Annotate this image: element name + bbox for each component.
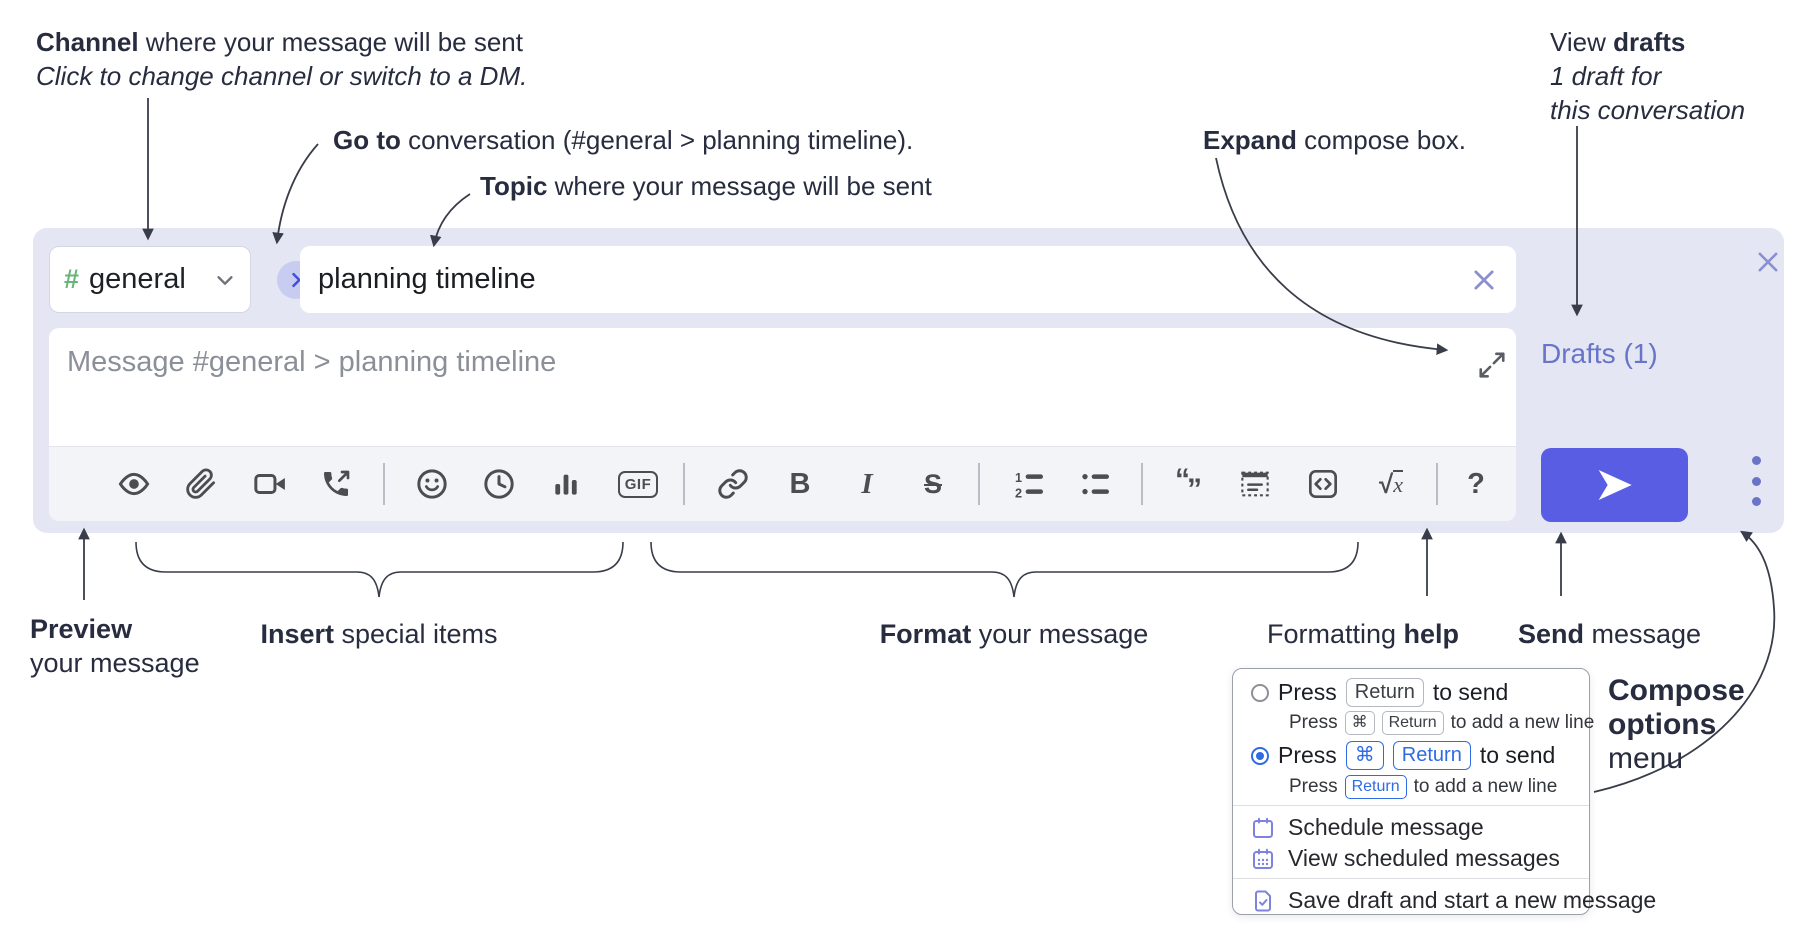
send-message-label: Send message [1518,619,1702,649]
preview-label-2: your message [30,648,200,678]
toolbar-divider [683,463,685,505]
drafts-link[interactable]: Drafts (1) [1541,338,1658,369]
formatting-help-label: Formatting help [1267,619,1460,649]
compose-options-menu: Press Return to send Press ⌘ Return to a… [1232,668,1656,915]
topic-annotation: Topic where your message will be sent [480,171,932,201]
chevron-down-icon [217,275,233,285]
view-drafts-annotation-2: 1 draft for [1550,61,1662,91]
poll-icon[interactable] [548,466,584,502]
view-drafts-annotation: View drafts [1550,27,1686,57]
insert-brace [135,541,624,598]
preview-icon[interactable] [116,466,152,502]
compose-box: # general planning timeline Message #gen… [33,228,1784,533]
send-option-cmd-return[interactable]: Press ⌘ Return to send [1251,741,1555,770]
channel-name: general [89,263,186,295]
send-option-return[interactable]: Press Return to send [1251,678,1508,707]
toolbar-divider [1436,463,1438,505]
menu-item-schedule[interactable]: Schedule message [1251,814,1484,841]
svg-text:2: 2 [1015,486,1022,500]
channel-annotation-sub: Click to change channel or switch to a D… [36,61,528,91]
math-icon[interactable]: √x [1378,468,1404,499]
cmd-keycap: ⌘ [1344,711,1375,735]
send-option-return-sub: Press ⌘ Return to add a new line [1289,711,1595,735]
emoji-icon[interactable] [414,466,450,502]
close-compose-icon[interactable] [1752,246,1784,278]
expand-compose-icon[interactable] [1477,350,1507,380]
gif-icon[interactable]: GIF [613,466,663,502]
audio-call-icon[interactable] [318,466,354,502]
menu-divider [1233,805,1589,806]
topic-input[interactable]: planning timeline [300,246,1516,313]
radio-unchecked-icon[interactable] [1251,683,1269,702]
preview-label: Preview [30,614,133,644]
format-label: Format your message [879,619,1149,649]
view-drafts-annotation-3: this conversation [1550,95,1746,125]
insert-label: Insert special items [260,619,498,649]
formatting-help-icon[interactable]: ? [1467,467,1485,500]
calendar-icon [1253,817,1273,838]
return-keycap: Return [1344,775,1407,799]
channel-selector-button[interactable]: # general [49,246,251,313]
compose-options-label: Compose options menu [1608,674,1745,775]
return-keycap: Return [1381,711,1444,735]
video-call-icon[interactable] [252,466,288,502]
bulleted-list-icon[interactable] [1077,466,1113,502]
time-icon[interactable] [481,466,517,502]
message-placeholder: Message #general > planning timeline [67,346,557,378]
clear-topic-icon[interactable] [1470,266,1498,294]
calendar-dots-icon [1253,848,1273,869]
send-plane-icon [1598,470,1632,500]
send-button[interactable] [1541,448,1688,522]
menu-item-save-draft[interactable]: Save draft and start a new message [1251,887,1656,914]
strikethrough-icon[interactable]: S [923,468,942,499]
bold-icon[interactable]: B [789,467,811,500]
quote-icon[interactable]: “” [1175,463,1202,506]
chevron-right-icon [292,272,301,288]
attach-file-icon[interactable] [183,466,219,502]
return-keycap: Return [1392,741,1471,770]
format-brace [650,541,1359,598]
toolbar-divider [383,463,385,505]
toolbar-divider [1141,463,1143,505]
goto-annotation: Go to conversation (#general > planning … [333,125,914,155]
svg-text:1: 1 [1015,471,1022,485]
link-icon[interactable] [715,466,751,502]
toolbar-divider [978,463,980,505]
code-icon[interactable] [1305,466,1341,502]
radio-checked-icon[interactable] [1251,746,1269,765]
expand-annotation: Expand compose box. [1203,125,1467,155]
menu-item-view-scheduled[interactable]: View scheduled messages [1251,845,1560,872]
channel-hash-icon: # [64,264,80,294]
cmd-keycap: ⌘ [1345,741,1384,770]
return-keycap: Return [1345,678,1424,707]
channel-annotation: Channel where your message will be sent [36,27,523,57]
send-option-cmd-return-sub: Press Return to add a new line [1289,775,1558,799]
italic-icon[interactable]: I [861,467,873,500]
save-draft-icon [1255,890,1271,911]
spoiler-icon[interactable] [1237,466,1273,502]
compose-options-menu-button[interactable] [1743,456,1769,506]
message-input-area[interactable]: Message #general > planning timeline [49,328,1516,521]
menu-divider [1233,878,1589,879]
topic-value: planning timeline [318,263,536,295]
